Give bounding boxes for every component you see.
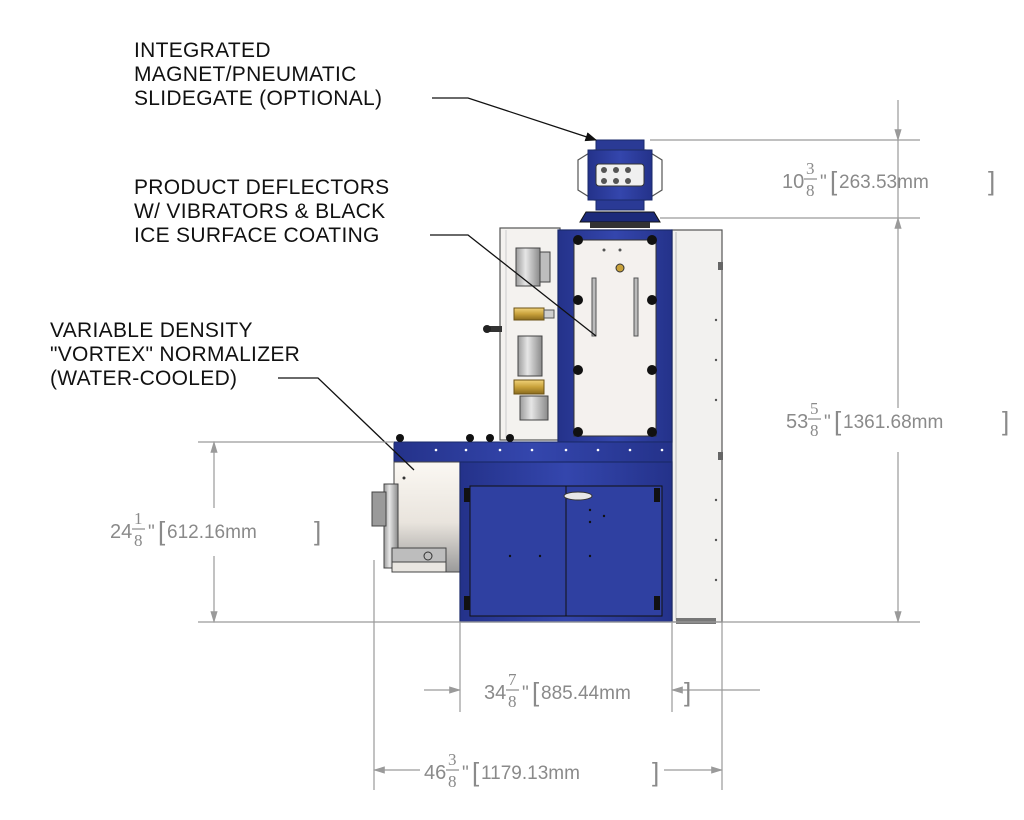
callout-deflectors-line-1: PRODUCT DEFLECTORS bbox=[134, 176, 390, 199]
callout-deflectors: PRODUCT DEFLECTORS W/ VIBRATORS & BLACK … bbox=[134, 176, 390, 247]
callout-normalizer-line-1: VARIABLE DENSITY bbox=[50, 319, 253, 342]
dim-total-height: 53 5 8 " [ 1361.68mm ] bbox=[786, 399, 1009, 440]
dim-total-height-whole: 53 bbox=[786, 411, 808, 433]
dim-total-width-den: 8 bbox=[448, 772, 457, 791]
dimension-lines bbox=[198, 100, 920, 790]
dim-cabinet-width-num: 7 bbox=[508, 670, 517, 689]
dim-slidegate-whole: 10 bbox=[782, 171, 804, 193]
base-cabinet bbox=[459, 461, 673, 623]
slidegate bbox=[577, 139, 663, 228]
dim-slidegate-den: 8 bbox=[806, 181, 815, 200]
callout-normalizer-line-2: "VORTEX" NORMALIZER bbox=[50, 343, 300, 366]
dim-cabinet-width-close-bracket: ] bbox=[684, 677, 691, 707]
dim-slidegate-num: 3 bbox=[806, 159, 815, 178]
callout-normalizer: VARIABLE DENSITY "VORTEX" NORMALIZER (WA… bbox=[50, 319, 300, 390]
dim-total-height-open-bracket: [ bbox=[834, 406, 842, 436]
side-cabinet bbox=[671, 229, 723, 624]
dim-base-height-metric: 612.16mm bbox=[167, 522, 257, 543]
dim-cabinet-width-open-bracket: [ bbox=[532, 677, 540, 707]
dim-base-height-whole: 24 bbox=[110, 521, 132, 543]
top-rail bbox=[393, 434, 673, 463]
dim-slidegate-close-bracket: ] bbox=[988, 166, 995, 196]
dim-cabinet-width-inch: " bbox=[522, 683, 529, 704]
dim-total-width-inch: " bbox=[462, 763, 469, 784]
dim-slidegate-inch: " bbox=[820, 172, 827, 193]
dim-slidegate-height: 10 3 8 " [ 263.53mm ] bbox=[782, 159, 995, 200]
dim-total-width: 46 3 8 " [ 1179.13mm ] bbox=[424, 750, 659, 791]
dim-slidegate-open-bracket: [ bbox=[830, 166, 838, 196]
callout-slidegate: INTEGRATED MAGNET/PNEUMATIC SLIDEGATE (O… bbox=[134, 39, 382, 110]
dim-total-height-inch: " bbox=[824, 412, 831, 433]
callout-leaders bbox=[278, 97, 598, 471]
dim-base-height-inch: " bbox=[148, 522, 155, 543]
callout-deflectors-line-2: W/ VIBRATORS & BLACK bbox=[134, 200, 385, 223]
dim-total-width-open-bracket: [ bbox=[472, 757, 480, 787]
dim-total-width-whole: 46 bbox=[424, 762, 446, 784]
dim-base-height-open-bracket: [ bbox=[158, 516, 166, 546]
dim-total-width-metric: 1179.13mm bbox=[481, 763, 580, 784]
dim-base-height-den: 8 bbox=[134, 531, 143, 550]
dim-total-height-metric: 1361.68mm bbox=[843, 412, 943, 433]
dim-total-height-den: 8 bbox=[810, 421, 819, 440]
vibrator-panel bbox=[483, 227, 561, 441]
deflector-column bbox=[557, 229, 673, 443]
callout-slidegate-line-2: MAGNET/PNEUMATIC bbox=[134, 63, 357, 86]
machine bbox=[371, 139, 723, 624]
dim-base-height-close-bracket: ] bbox=[314, 516, 321, 546]
dim-total-height-close-bracket: ] bbox=[1002, 406, 1009, 436]
dim-cabinet-width-whole: 34 bbox=[484, 682, 506, 704]
dim-total-height-num: 5 bbox=[810, 399, 819, 418]
callout-deflectors-line-3: ICE SURFACE COATING bbox=[134, 224, 380, 247]
dim-total-width-num: 3 bbox=[448, 750, 457, 769]
callout-slidegate-line-3: SLIDEGATE (OPTIONAL) bbox=[134, 87, 382, 110]
dim-cabinet-width-metric: 885.44mm bbox=[541, 683, 631, 704]
dim-total-width-close-bracket: ] bbox=[652, 757, 659, 787]
dim-cabinet-width: 34 7 8 " [ 885.44mm ] bbox=[484, 670, 691, 711]
dim-cabinet-width-den: 8 bbox=[508, 692, 517, 711]
dim-base-height: 24 1 8 " [ 612.16mm ] bbox=[110, 509, 321, 550]
callout-normalizer-line-3: (WATER-COOLED) bbox=[50, 367, 237, 390]
callout-slidegate-line-1: INTEGRATED bbox=[134, 39, 271, 62]
dim-slidegate-metric: 263.53mm bbox=[839, 172, 929, 193]
vortex-normalizer bbox=[371, 461, 461, 573]
dim-base-height-num: 1 bbox=[134, 509, 143, 528]
